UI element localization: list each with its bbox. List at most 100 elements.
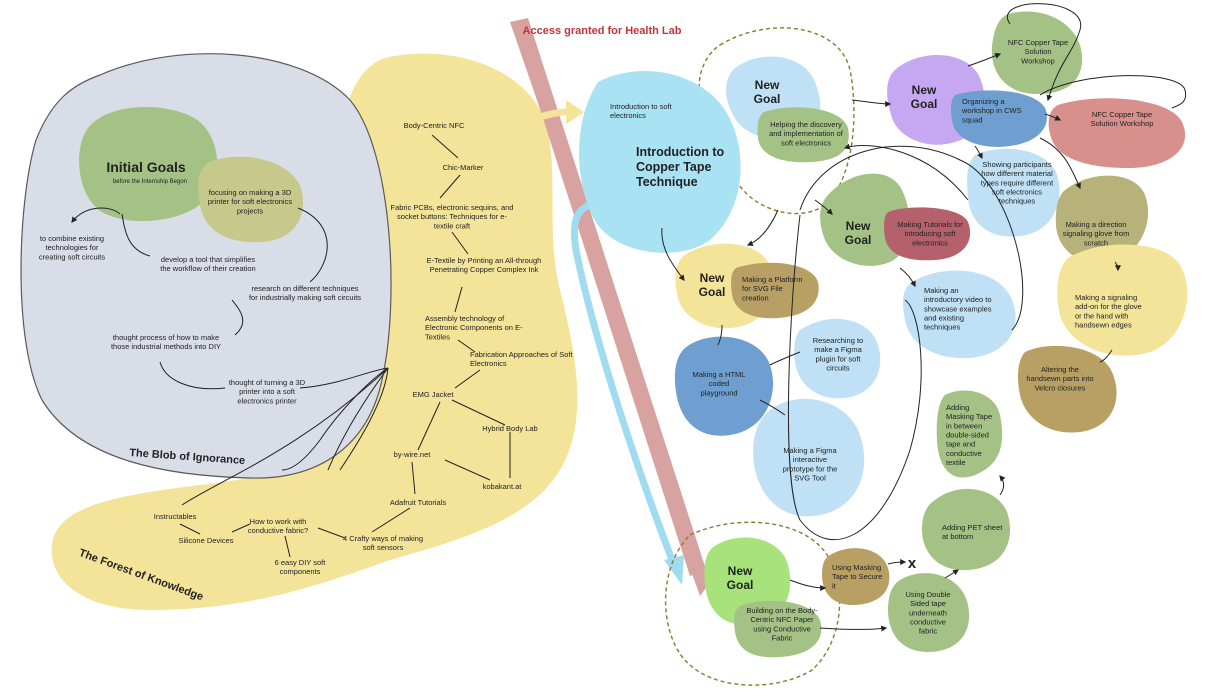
link-using-x (887, 559, 907, 566)
initial-goals-title-line: Initial Goals (106, 159, 186, 175)
link-newgoal3-video (899, 267, 916, 288)
nfc-workshop-green-blob (991, 11, 1083, 95)
edge-etextile-assembly (454, 286, 463, 313)
altering-parts-line: handsewn parts into (1026, 374, 1093, 383)
making-tutorials-line: electronics (912, 238, 948, 247)
link-pet-masking (999, 475, 1006, 496)
thought-printer-line: electronics printer (237, 396, 297, 405)
link-to-forest (281, 367, 389, 471)
nfc-workshop-green-line: Solution (1024, 47, 1051, 56)
forest-silicone-line: Silicone Devices (178, 536, 233, 545)
branch-arrow-blue (570, 201, 676, 562)
thought-printer-line: thought of turning a 3D (229, 378, 306, 387)
link-forest-1 (327, 367, 389, 471)
using-masking-line: it (832, 581, 837, 590)
nfc-workshop-rose-line: NFC Copper Tape (1092, 110, 1152, 119)
using-masking-line: Tape to Secure (832, 572, 882, 581)
link-organizing-showing (974, 145, 983, 160)
forest-emg-jacket-line: EMG Jacket (413, 390, 455, 399)
showing-participants-line: types require different (981, 178, 1054, 187)
link-nfcgreen-loop (1006, 3, 1082, 102)
goal-3d-printer-blob (198, 156, 304, 243)
link-html-figma (769, 351, 801, 366)
figma-prototype-line: SVG Tool (794, 473, 826, 482)
html-playground-line: coded (709, 379, 729, 388)
new-goal-5-label-line: New (728, 564, 753, 578)
intro-video-blob (903, 270, 1016, 359)
double-sided-line: Sided tape (910, 599, 946, 608)
body-centric-paper-line: Centric NFC Paper (750, 615, 814, 624)
body-centric-paper-line: using Conductive (753, 624, 811, 633)
forest-assembly-tech-line: Electronic Components on E- (425, 323, 523, 332)
double-sided-line: fabric (919, 627, 938, 636)
forest-diy-components-line: 6 easy DIY soft (275, 558, 327, 567)
forest-crafty-line: 4 Crafty ways of making (343, 534, 423, 543)
showing-participants-blob (967, 148, 1060, 237)
forest-fabric-pcbs-line: Fabric PCBs, electronic sequins, and (391, 203, 514, 212)
combine-tech-line: creating soft circuits (39, 252, 106, 261)
intro-soft-electronics-line: Introduction to soft (610, 102, 673, 111)
edge-emg-bywire (417, 401, 441, 451)
cross-mark: x (908, 555, 917, 572)
link-combine (71, 207, 121, 223)
thought-process-line: those industrial methods into DIY (111, 342, 221, 351)
forest-conductive-fabric-line: conductive fabric? (248, 526, 308, 535)
goal-3d-printer-line: focusing on making a 3D (209, 188, 292, 197)
research-techniques-line: research on different techniques (251, 284, 358, 293)
figma-prototype-line: prototype for the (783, 464, 838, 473)
helping-discovery-blob (757, 107, 849, 163)
link-intro-newgoal4 (661, 227, 685, 281)
organizing-workshop-line: workshop in CWS (961, 106, 1022, 115)
forest-body-centric: Body-Centric NFC (404, 121, 465, 130)
signal-addon-line: add-on for the glove (1075, 302, 1142, 311)
edge-fabrication-emg (454, 369, 481, 389)
masking-tape-line: in between (946, 421, 982, 430)
link-region-newgoal2 (851, 99, 892, 107)
forest-conductive-fabric-line: How to work with (250, 517, 307, 526)
access-banner: Access granted for Health Lab (523, 25, 682, 37)
organizing-workshop-line: Organizing a (962, 97, 1005, 106)
link-body-double (819, 625, 888, 632)
link-addon-altering (1099, 349, 1113, 363)
initial-goals-subtitle-line: before the Internship Begon (113, 179, 187, 185)
signal-addon-line: Making a signaling (1075, 293, 1137, 302)
timeline-arrow-shaft (512, 20, 706, 576)
nfc-workshop-rose-line: Solution Workshop (1091, 119, 1154, 128)
intro-video-line: introductory video to (924, 295, 992, 304)
pet-sheet-line: Adding PET sheet (942, 523, 1003, 532)
forest-hybrid-body: Hybrid Body Lab (482, 424, 537, 433)
html-playground-line: playground (700, 388, 737, 397)
forest-adafruit-line: Adafruit Tutorials (390, 498, 447, 507)
intro-soft-electronics-line: electronics (610, 111, 646, 120)
masking-tape-line: Masking Tape (946, 412, 992, 421)
link-organizing-glove (1039, 137, 1081, 190)
new-goal-1-label-line: Goal (754, 92, 781, 106)
link-region-loop (787, 214, 922, 541)
forest-kobakant: kobakant.at (483, 482, 523, 491)
forest-kobakant-line: kobakant.at (483, 482, 523, 491)
link-develop (121, 213, 151, 257)
helping-discovery-line: Helping the discovery (770, 120, 842, 129)
showing-participants-line: techniques (999, 197, 1036, 206)
making-tutorials-line: Making Tutorials for (897, 220, 963, 229)
forest-chic-marker: Chic-Marker (443, 163, 484, 172)
link-research (297, 207, 328, 283)
goal-3d-printer-line: projects (237, 206, 264, 215)
figma-research-line: circuits (826, 363, 850, 372)
initial-goals-title: Initial Goals (106, 159, 186, 175)
